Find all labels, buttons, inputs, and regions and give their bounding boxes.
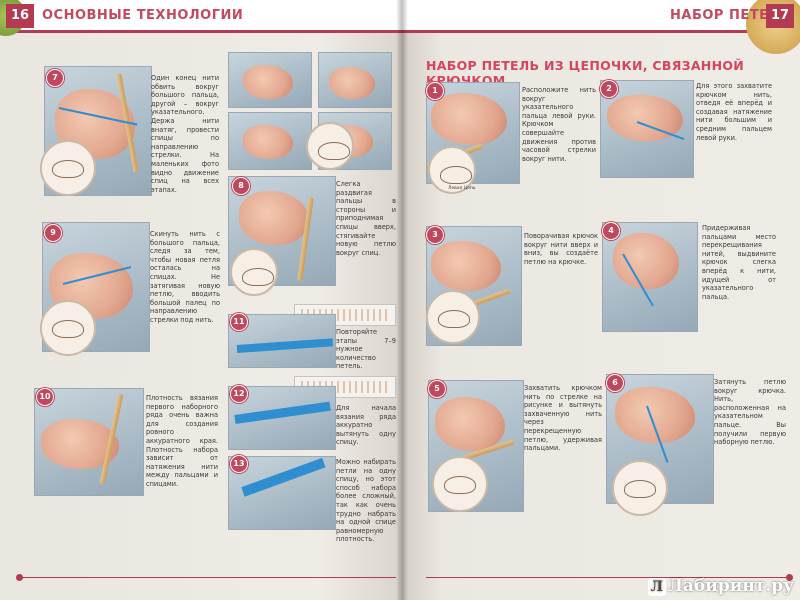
step-caption-10: Плотность вязания первого наборного ряда… (146, 394, 218, 488)
left-footer-line (20, 577, 396, 578)
small-diagram-d (306, 122, 354, 170)
left-page: 16 Основные технологии 7 Один конец нити… (0, 0, 402, 600)
step-photo-10 (34, 388, 144, 496)
step-caption-8: Слегка раздвигая пальцы в стороны и прип… (336, 180, 396, 257)
step-photo-r4 (602, 222, 698, 332)
step-diagram-8 (230, 248, 278, 296)
step-caption-13: Можно набирать петли на одну спицу, но э… (336, 458, 396, 544)
page-number-right: 17 (766, 4, 794, 28)
book-spine (396, 0, 408, 600)
step-diagram-9 (40, 300, 96, 356)
step-diagram-7 (40, 140, 96, 196)
step-diagram-r1 (428, 146, 476, 194)
step-caption-r5: Захватить крючком нить по стрелке на рис… (524, 384, 602, 453)
labirint-logo-icon: Л (647, 578, 666, 596)
step-photo-7 (44, 66, 152, 196)
step-diagram-r3 (426, 290, 480, 344)
step-caption-7: Один конец нити обвить вокруг большого п… (151, 74, 219, 194)
inset-label: Левая Цепь (448, 186, 476, 191)
step-photo-r2 (600, 80, 694, 178)
step-caption-12: Для начала вязания ряда аккуратно вытяну… (336, 404, 396, 447)
step-diagram-r5 (432, 456, 488, 512)
small-photo-b (318, 52, 392, 108)
step-badge-9: 9 (44, 224, 62, 242)
page-number-left: 16 (6, 4, 34, 28)
step-caption-9: Скинуть нить с большого пальца, следя за… (150, 230, 220, 324)
step-caption-r3: Поворачивая крючок вокруг нити вверх и в… (524, 232, 598, 266)
step-caption-11: Повторяйте этапы 7–9 нужное количество п… (336, 328, 396, 371)
running-title: Набор петель (670, 8, 791, 23)
step-caption-r4: Придерживая пальцами место перекрещивани… (702, 224, 776, 301)
step-badge-11: 11 (230, 313, 248, 331)
step-badge-12: 12 (230, 385, 248, 403)
step-badge-8: 8 (232, 177, 250, 195)
left-header (0, 0, 402, 33)
chapter-title: Основные технологии (42, 8, 244, 23)
right-footer-line (426, 577, 786, 578)
right-header (402, 0, 800, 33)
step-caption-r2: Для этого захватите крючком нить, отведя… (696, 82, 772, 142)
step-badge-10: 10 (36, 388, 54, 406)
step-diagram-r6 (612, 460, 668, 516)
left-footer-dot (16, 574, 23, 581)
step-badge-r1: 1 (426, 82, 444, 100)
step-caption-r1: Расположите нить вокруг указательного па… (522, 86, 596, 163)
small-photo-c (228, 112, 312, 170)
step-badge-r5: 5 (428, 380, 446, 398)
step-badge-r2: 2 (600, 80, 618, 98)
right-footer-dot (786, 574, 793, 581)
step-badge-13: 13 (230, 455, 248, 473)
step-badge-r6: 6 (606, 374, 624, 392)
small-photo-a (228, 52, 312, 108)
step-caption-r6: Затянуть петлю вокруг крючка. Нить, расп… (714, 378, 786, 447)
step-badge-r3: 3 (426, 226, 444, 244)
right-page: Набор петель 17 Набор петель из цепочки,… (402, 0, 800, 600)
step-badge-r4: 4 (602, 222, 620, 240)
watermark-text: Лабиринт.ру (667, 576, 794, 596)
step-badge-7: 7 (46, 69, 64, 87)
